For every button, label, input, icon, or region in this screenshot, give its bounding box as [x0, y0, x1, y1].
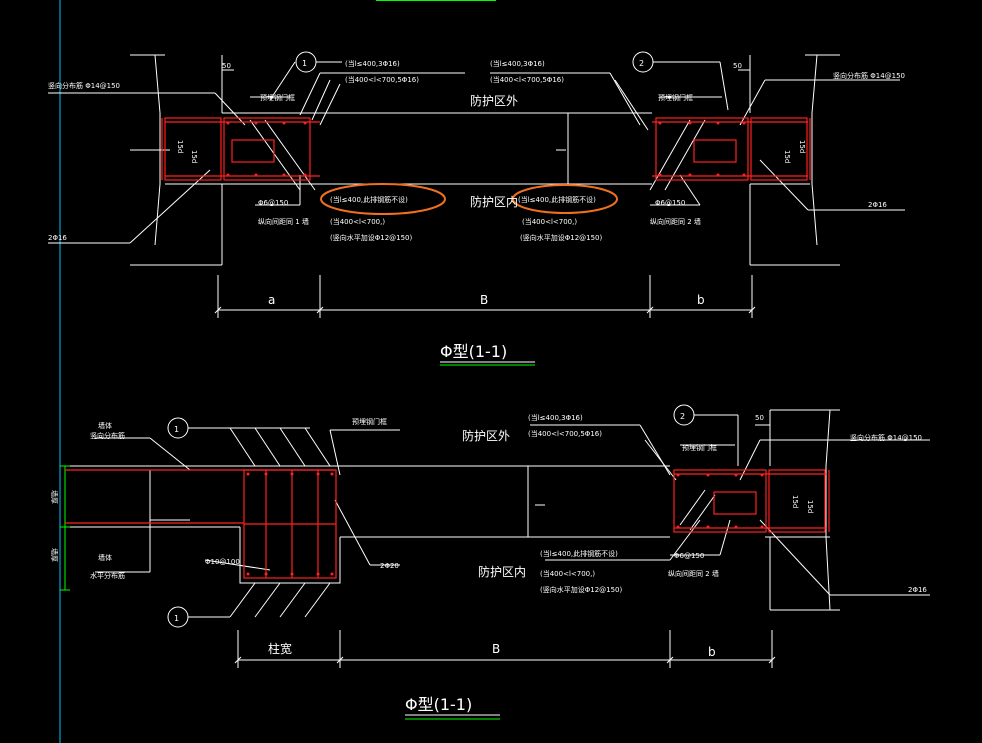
b-callout-1b: 1	[174, 614, 179, 623]
b-spacing-right: 纵向间距同 2 墙	[668, 569, 719, 578]
inside-label: 防护区内	[470, 194, 518, 209]
embed-left: 预埋钢门框	[260, 93, 295, 102]
vert-dist-left: 竖向分布筋 Φ14@150	[48, 81, 120, 90]
b-dim-b: b	[708, 645, 716, 659]
b-cond: (当400<l<700,)	[540, 569, 595, 578]
top-rebar-dots	[226, 121, 746, 177]
stir-right: Φ6@150	[655, 199, 685, 207]
dim-b: b	[697, 293, 705, 307]
highlight-oval-right	[512, 184, 618, 214]
spacing-left: 纵向间距同 1 墙	[258, 217, 309, 226]
bar-right: 2Φ16	[868, 201, 887, 209]
b-horiz-dist: 水平分布筋	[90, 571, 125, 580]
note-a2: (当400<l<700,5Φ16)	[345, 75, 419, 84]
b-hl-note: (当l≤400,此排钢筋不设)	[540, 549, 618, 558]
b-ld2: 15d	[806, 500, 814, 513]
b-embed-left: 预埋钢门框	[352, 417, 387, 426]
b-dim-col: 柱宽	[268, 641, 292, 656]
ld-left2: 15d	[190, 150, 198, 163]
dim-50-right: 50	[733, 62, 742, 70]
top-detail	[48, 51, 905, 366]
bottom-rebar	[65, 469, 830, 579]
b-vert-dist-right: 竖向分布筋 Φ14@150	[850, 433, 922, 442]
spacing-right: 纵向间距同 2 墙	[650, 217, 701, 226]
b-vert-dist-outer: 竖向分布筋	[90, 431, 125, 440]
b-ld: 15d	[791, 495, 799, 508]
vert-dist-right: 竖向分布筋 Φ14@150	[833, 71, 905, 80]
bottom-detail	[65, 404, 930, 716]
b-dim-50: 50	[755, 414, 764, 422]
b-bar-2phi20: 2Φ20	[380, 562, 399, 570]
b-wall-inner: 墙体	[98, 553, 112, 562]
ld-left: 15d	[176, 140, 184, 153]
horiz-left: (竖向水平加设Φ12@150)	[330, 233, 413, 242]
cond-right: (当400<l<700,)	[522, 217, 577, 226]
b-dim-B: B	[492, 642, 500, 656]
dim-a: a	[268, 293, 275, 307]
bottom-left-dims	[60, 465, 500, 720]
bottom-rebar-dots	[246, 472, 764, 576]
b-stirrup: Φ10@100	[205, 558, 240, 566]
outside-label: 防护区外	[470, 93, 518, 108]
ld-right: 15d	[783, 150, 791, 163]
highlight-note-right: (当l≤400,此排钢筋不设)	[518, 195, 596, 204]
callout-1-label: 1	[302, 59, 307, 68]
b-stir-right: Φ6@150	[674, 552, 704, 560]
note-a1: (当l≤400,3Φ16)	[345, 59, 400, 68]
b-wall-outer: 墙体	[98, 421, 112, 430]
note-b2: (当400<l<700,5Φ16)	[490, 75, 564, 84]
b-inside: 防护区内	[478, 564, 526, 579]
embed-right: 预埋钢门框	[658, 93, 693, 102]
dim-50-left: 50	[222, 62, 231, 70]
b-note-1: (当l≤400,3Φ16)	[528, 413, 583, 422]
b-outside: 防护区外	[462, 428, 510, 443]
stir-left: Φ6@150	[258, 199, 288, 207]
bar-left: 2Φ16	[48, 234, 67, 242]
top-title: Φ型(1-1)	[440, 342, 507, 361]
b-wall-thick: 墙厚	[50, 490, 59, 504]
b-wall-thick2: 墙厚	[50, 548, 59, 562]
b-note-2: (当400<l<700,5Φ16)	[528, 429, 602, 438]
b-horiz-add: (竖向水平加设Φ12@150)	[540, 585, 623, 594]
bottom-title: Φ型(1-1)	[405, 695, 472, 714]
callout-2-label: 2	[639, 59, 644, 68]
highlight-note-left: (当l≤400,此排钢筋不设)	[330, 195, 408, 204]
ld-right2: 15d	[798, 140, 806, 153]
b-embed-right: 预埋钢门框	[682, 443, 717, 452]
highlight-oval-left	[320, 183, 446, 215]
top-rebar	[161, 117, 811, 181]
horiz-right: (竖向水平加设Φ12@150)	[520, 233, 603, 242]
note-b1: (当l≤400,3Φ16)	[490, 59, 545, 68]
b-callout-2: 2	[680, 412, 685, 421]
b-bar-right: 2Φ16	[908, 586, 927, 594]
b-callout-1a: 1	[174, 425, 179, 434]
cond-left: (当400<l<700,)	[330, 217, 385, 226]
dim-B: B	[480, 293, 488, 307]
